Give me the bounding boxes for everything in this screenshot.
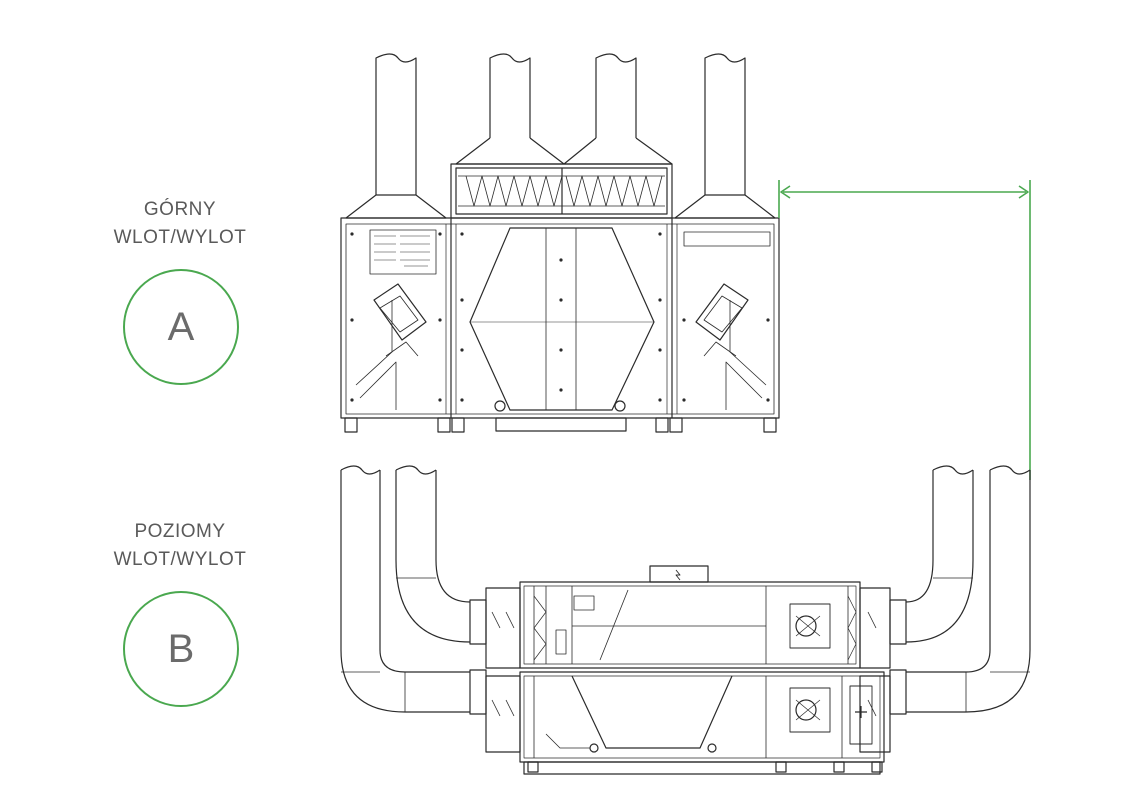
variant-b-badge: B <box>123 591 239 707</box>
unit-b-upper-module <box>519 581 861 669</box>
variant-a-title: GÓRNY <box>143 199 217 220</box>
unit-b-electrical-box <box>649 565 709 583</box>
variant-b-label: POZIOMY WLOT/WYLOT <box>100 518 260 574</box>
unit-a-ducts <box>345 53 776 219</box>
variant-b-subtitle: WLOT/WYLOT <box>113 549 247 570</box>
unit-b-flanges <box>469 587 907 753</box>
unit-a-filter-boxes <box>450 163 673 219</box>
variant-b-title: POZIOMY <box>134 521 226 542</box>
unit-b-lower-module <box>519 671 885 775</box>
variant-a-subtitle: WLOT/WYLOT <box>113 227 247 248</box>
unit-b-right-ducts <box>905 465 1031 713</box>
unit-a-housing <box>340 217 780 419</box>
unit-a-drawing <box>340 53 1031 480</box>
variant-b-letter: B <box>167 626 195 671</box>
unit-a-feet <box>344 417 777 433</box>
variant-a-badge: A <box>123 269 239 385</box>
unit-b-drawing <box>340 465 1031 775</box>
unit-b-left-ducts <box>340 465 471 713</box>
variant-a-letter: A <box>167 304 195 349</box>
variant-a-label: GÓRNY WLOT/WYLOT <box>100 196 260 252</box>
dimension-arrow <box>778 180 1031 480</box>
